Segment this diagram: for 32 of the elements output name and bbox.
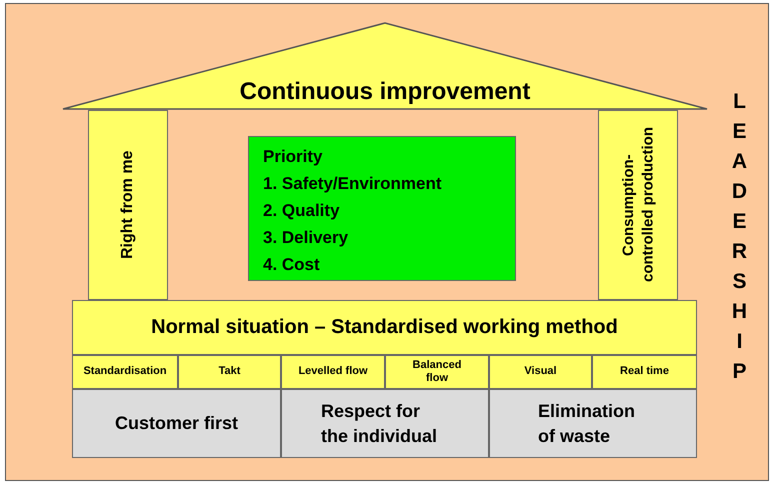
band-label: Balanced flow bbox=[412, 358, 462, 386]
band-label: Elimination of waste bbox=[538, 400, 636, 448]
priority-item: 4. Cost bbox=[263, 254, 320, 276]
pillar-label: Right from me bbox=[118, 150, 137, 262]
band-label: Respect for the individual bbox=[321, 400, 438, 448]
priority-item: 2. Quality bbox=[263, 200, 340, 222]
foundation-block bbox=[489, 389, 697, 458]
priority-panel bbox=[248, 136, 516, 281]
principle-cell bbox=[281, 355, 385, 389]
band-label: Normal situation – Standardised working method bbox=[151, 316, 618, 339]
pillar-label: Consumption- controlled production bbox=[618, 126, 657, 284]
band-label: Customer first bbox=[114, 412, 238, 436]
principle-cell bbox=[178, 355, 281, 389]
band-label: Standardisation bbox=[83, 365, 167, 379]
band-label: Levelled flow bbox=[298, 365, 368, 379]
priority-heading: Priority bbox=[263, 146, 323, 168]
principle-cell bbox=[489, 355, 592, 389]
foundation-block bbox=[72, 389, 281, 458]
foundation-block bbox=[281, 389, 489, 458]
principle-cell bbox=[592, 355, 697, 389]
principle-cell bbox=[385, 355, 489, 389]
principle-cell bbox=[72, 355, 178, 389]
side-label: LEADERSHIP bbox=[727, 90, 751, 390]
priority-item: 3. Delivery bbox=[263, 227, 348, 249]
standard-band bbox=[72, 300, 697, 355]
pillar bbox=[598, 110, 678, 300]
band-label: Real time bbox=[620, 365, 669, 379]
priority-item: 1. Safety/Environment bbox=[263, 173, 442, 195]
pillar bbox=[88, 110, 168, 300]
roof-title: Continuous improvement bbox=[240, 78, 530, 106]
band-label: Takt bbox=[218, 365, 240, 379]
band-label: Visual bbox=[524, 365, 557, 379]
